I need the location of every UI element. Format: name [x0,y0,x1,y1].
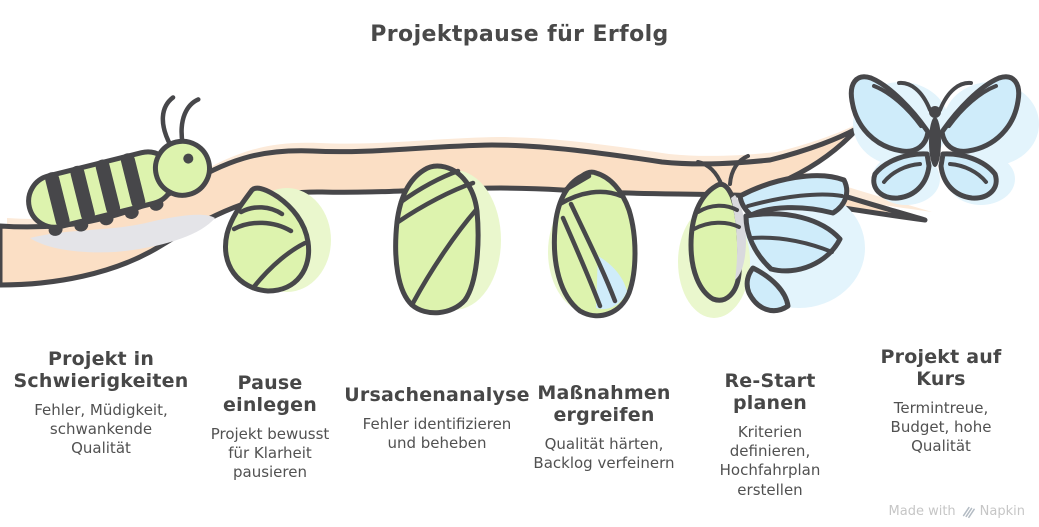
stage-heading: Ursachenanalyse [344,384,530,406]
page-title: Projektpause für Erfolg [370,22,669,47]
stage-heading: Re-Start planen [724,370,816,415]
stage-description: Fehler, Müdigkeit, schwankende Qualität [34,401,168,458]
stage-description: Termintreue, Budget, hohe Qualität [890,399,992,456]
stage-heading: Maßnahmen ergreifen [537,382,671,427]
watermark-made-with: Made with [888,504,956,519]
stage-ursachenanalyse: Ursachenanalyse Fehler identifizieren un… [338,384,536,453]
stage-description: Projekt bewusst für Klarheit pausieren [210,425,330,482]
stage-heading: Projekt in Schwierigkeiten [13,348,189,393]
stage-description: Qualität härten, Backlog verfeinern [533,435,675,473]
stage-heading: Projekt auf Kurs [880,346,1002,391]
cocoon-maturing-icon [548,169,638,319]
stage-description: Fehler identifizieren und beheben [362,415,512,453]
watermark: Made with Napkin [889,504,1025,519]
stage-projekt-in-schwierigkeiten: Projekt in Schwierigkeiten Fehler, Müdig… [8,348,194,459]
cocoon-forming-icon [223,185,331,294]
stage-projekt-auf-kurs: Projekt auf Kurs Termintreue, Budget, ho… [868,346,1014,457]
watermark-brand: Napkin [979,504,1025,519]
stage-pause-einlegen: Pause einlegen Projekt bewusst für Klarh… [198,372,342,483]
butterfly-icon [848,74,1039,205]
napkin-logo-icon [962,506,975,518]
emerging-butterfly-icon [678,154,865,318]
metamorphosis-illustration [0,74,1039,319]
cocoon-icon [393,163,501,316]
caterpillar-icon [26,95,212,236]
stage-massnahmen-ergreifen: Maßnahmen ergreifen Qualität härten, Bac… [518,382,690,473]
stage-heading: Pause einlegen [223,372,317,417]
stage-description: Kriterien definieren, Hochfahrplan erste… [719,423,821,499]
caterpillar-shadow [30,214,215,253]
stage-re-start-planen: Re-Start planen Kriterien definieren, Ho… [704,370,836,500]
